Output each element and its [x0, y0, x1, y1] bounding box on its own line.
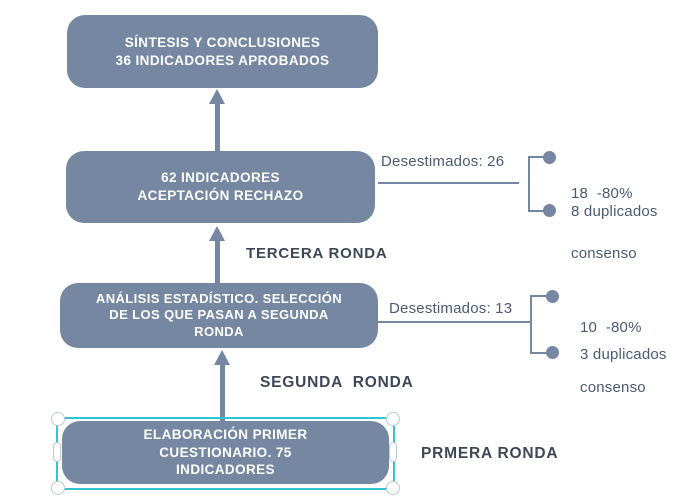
bracket-line [528, 156, 545, 158]
bracket-line [530, 352, 547, 354]
resize-handle-right[interactable] [389, 442, 397, 462]
box-text-line: CUESTIONARIO. 75 [159, 444, 292, 460]
resize-handle-bottom-left[interactable] [51, 481, 65, 495]
bracket-line [530, 295, 547, 297]
annotation-branch: 18 -80% consenso [571, 144, 637, 304]
box-text-line: INDICADORES [176, 462, 275, 478]
bullet-icon [546, 290, 559, 303]
box-text-line: 62 INDICADORES [161, 170, 280, 185]
box-text-line: SÍNTESIS Y CONCLUSIONES [124, 34, 321, 50]
annotation-branch: 3 duplicados [580, 346, 667, 363]
annotation-underline [378, 321, 530, 323]
box-text-line: ACEPTACIÓN RECHAZO [137, 188, 304, 203]
box-text-line: RONDA [194, 323, 244, 339]
flow-box-sintesis[interactable]: SÍNTESIS Y CONCLUSIONES 36 INDICADORES A… [67, 15, 378, 88]
up-arrow-icon [209, 226, 225, 241]
flow-box-elaboracion[interactable]: ELABORACIÓN PRIMER CUESTIONARIO. 75 INDI… [62, 421, 389, 484]
annotation-label: Desestimados: 13 [389, 300, 513, 317]
bullet-icon [543, 204, 556, 217]
up-arrow-icon [209, 89, 225, 104]
connector-line [215, 240, 220, 283]
resize-handle-bottom-right[interactable] [386, 481, 400, 495]
resize-handle-top-left[interactable] [51, 412, 65, 426]
box-text-line: 36 INDICADORES APROBADOS [115, 52, 330, 68]
annotation-label: Desestimados: 26 [381, 153, 505, 170]
resize-handle-top-right[interactable] [386, 412, 400, 426]
branch-line: 18 -80% [571, 185, 633, 202]
box-text-line: ANÁLISIS ESTADÍSTICO. SELECCIÓN [95, 290, 343, 306]
branch-line: 10 -80% [580, 319, 642, 336]
flow-box-aceptacion[interactable]: 62 INDICADORES ACEPTACIÓN RECHAZO [66, 151, 375, 223]
up-arrow-icon [214, 350, 230, 365]
connector-line [215, 103, 220, 151]
round-label-primera[interactable]: PRMERA RONDA [421, 445, 559, 462]
connector-line [220, 364, 225, 421]
bracket-line [528, 210, 545, 212]
box-text-line: DE LOS QUE PASAN A SEGUNDA [109, 307, 329, 323]
bracket-line [530, 295, 532, 354]
annotation-branch: 8 duplicados [571, 203, 658, 220]
flow-box-analisis[interactable]: ANÁLISIS ESTADÍSTICO. SELECCIÓN DE LOS Q… [60, 283, 378, 348]
branch-line: consenso [580, 379, 646, 396]
round-label-tercera[interactable]: TERCERA RONDA [246, 245, 388, 262]
branch-line: consenso [571, 245, 637, 262]
bullet-icon [543, 151, 556, 164]
bullet-icon [546, 346, 559, 359]
round-label-segunda[interactable]: SEGUNDA RONDA [260, 374, 414, 391]
annotation-branch: 10 -80% consenso [580, 278, 646, 438]
resize-handle-left[interactable] [53, 442, 61, 462]
bracket-line [528, 156, 530, 212]
box-text-line: ELABORACIÓN PRIMER [143, 427, 308, 443]
annotation-underline [378, 182, 519, 184]
